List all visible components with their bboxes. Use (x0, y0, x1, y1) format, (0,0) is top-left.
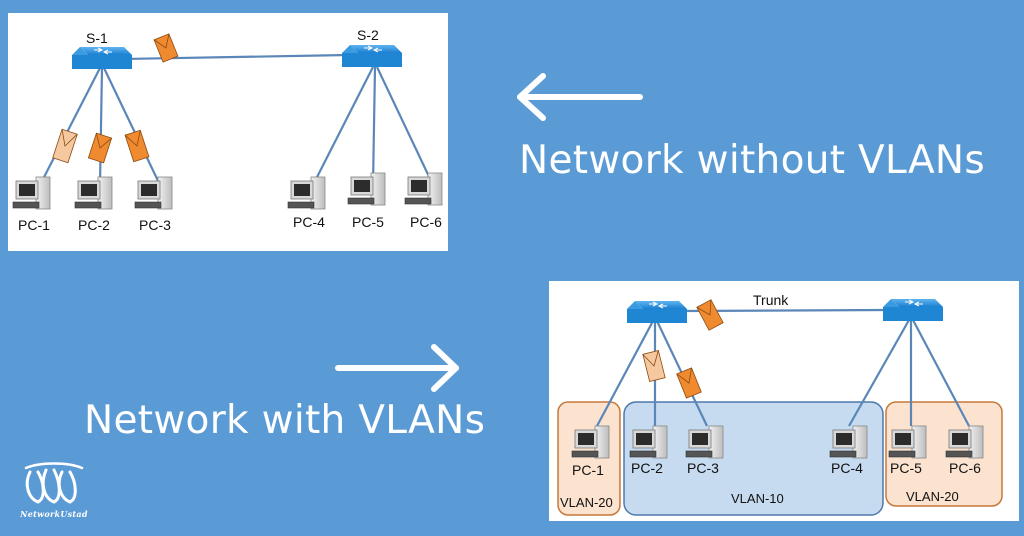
pc-icon (134, 176, 173, 210)
pc-label: PC-5 (890, 460, 922, 476)
pc-label: PC-2 (631, 460, 663, 476)
diagram-without-vlans: S-1 S-2 PC-1 PC-2 PC-3 PC-4 PC-5 PC-6 (8, 13, 448, 251)
topology-with-vlans: Trunk PC-1 PC-2 PC-3 PC-4 PC-5 PC-6 VLAN… (557, 292, 1003, 516)
pc-label: PC-3 (687, 460, 719, 476)
pc-label: PC-4 (293, 214, 325, 230)
logo-text: NetworkUstad (20, 509, 88, 519)
pc-label: PC-4 (831, 460, 863, 476)
pc-icon (347, 172, 386, 206)
pc-label: PC-1 (18, 217, 50, 233)
pc-icon (74, 176, 113, 210)
link-pc4 (848, 319, 910, 427)
frame-icon (124, 129, 150, 163)
pc-label: PC-3 (139, 217, 171, 233)
pc-icon (629, 425, 668, 459)
link-pc1 (596, 320, 654, 427)
trunk-label: Trunk (753, 292, 789, 308)
links-top (39, 53, 434, 186)
pc-label: PC-1 (572, 462, 604, 478)
pc-icon (888, 425, 927, 459)
switch-label: S-1 (86, 30, 108, 46)
link-s2-pc6 (376, 66, 434, 186)
switch-icon (71, 46, 133, 70)
frame-icon (52, 128, 78, 164)
link-s2-pc4 (312, 66, 374, 186)
vlan-label: VLAN-10 (731, 491, 784, 506)
topology-without-vlans: S-1 S-2 PC-1 PC-2 PC-3 PC-4 PC-5 PC-6 (12, 27, 443, 233)
pc-label: PC-6 (410, 214, 442, 230)
pc-label: PC-2 (78, 217, 110, 233)
link-s1-pc3 (103, 67, 161, 186)
link-pc6 (912, 319, 970, 427)
pc-icon (685, 425, 724, 459)
pc-icon (404, 172, 443, 206)
frame-icon (696, 299, 724, 331)
switch-icon (341, 44, 403, 68)
switch-label: S-2 (357, 27, 379, 43)
vlan-label: VLAN-20 (906, 489, 959, 504)
switch-icon (626, 300, 688, 324)
pc-label: PC-5 (352, 214, 384, 230)
caption-network-without-vlans: Network without VLANs (519, 138, 986, 183)
pc-icon (571, 425, 610, 459)
link-s2-pc5 (371, 66, 377, 186)
frame-icon (87, 132, 113, 164)
link-s1-s2 (122, 53, 349, 61)
pc-icon (287, 176, 326, 210)
pc-label: PC-6 (949, 460, 981, 476)
link-s1-pc1 (39, 67, 101, 186)
pc-icon (945, 425, 984, 459)
link-s1-pc2 (98, 67, 104, 186)
networkustad-logo-icon (24, 462, 84, 504)
caption-network-with-vlans: Network with VLANs (84, 398, 486, 443)
pc-icon (829, 425, 868, 459)
frame-icon (153, 33, 179, 63)
link-trunk (684, 308, 888, 313)
vlan-label: VLAN-20 (560, 495, 613, 510)
frame-icon (676, 367, 702, 399)
switch-icon (882, 298, 944, 322)
diagram-with-vlans: Trunk PC-1 PC-2 PC-3 PC-4 PC-5 PC-6 VLAN… (549, 281, 1019, 521)
pc-icon (12, 176, 51, 210)
frame-icon (642, 349, 666, 383)
